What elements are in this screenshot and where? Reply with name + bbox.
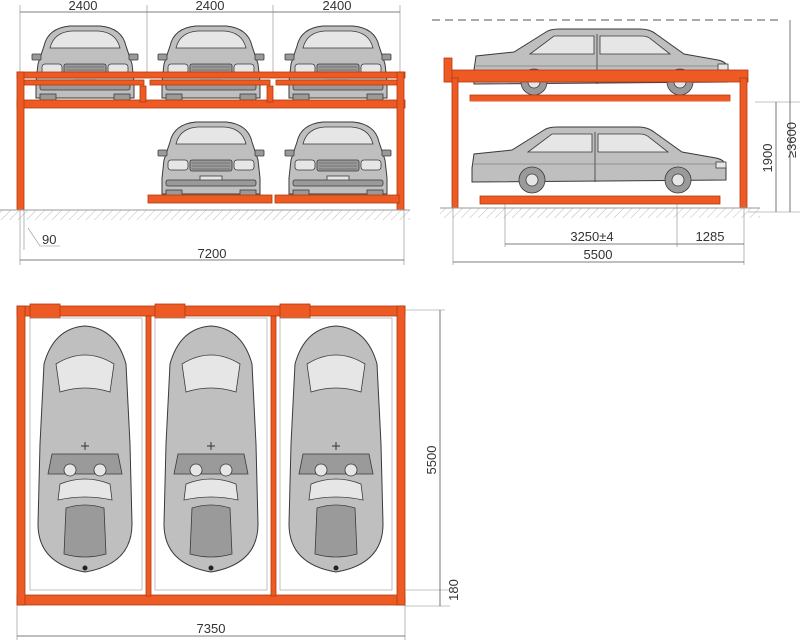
side-dim-rear-clearance: 1285: [696, 229, 725, 244]
front-dim-column-offset: 90: [42, 232, 56, 247]
side-dim-total-length: 5500: [584, 247, 613, 262]
plan-view: 5500 180 7350: [16, 303, 461, 640]
front-dim-module-1: 2400: [69, 0, 98, 13]
front-dim-module-3: 2400: [323, 0, 352, 13]
front-view: 2400 2400 2400 90 7200: [0, 0, 410, 265]
plan-dim-end-offset: 180: [446, 579, 461, 601]
side-dim-height-min: ≥3600: [784, 122, 799, 158]
front-dim-total-width: 7200: [198, 246, 227, 261]
side-dim-level-height: 1900: [760, 144, 775, 173]
front-dim-module-2: 2400: [196, 0, 225, 13]
side-dim-platform-length: 3250±4: [570, 229, 613, 244]
side-view: ≥3600 1900 3250±4 1285 5500: [432, 19, 800, 265]
plan-dim-depth: 5500: [424, 446, 439, 475]
plan-dim-total-width: 7350: [197, 621, 226, 636]
